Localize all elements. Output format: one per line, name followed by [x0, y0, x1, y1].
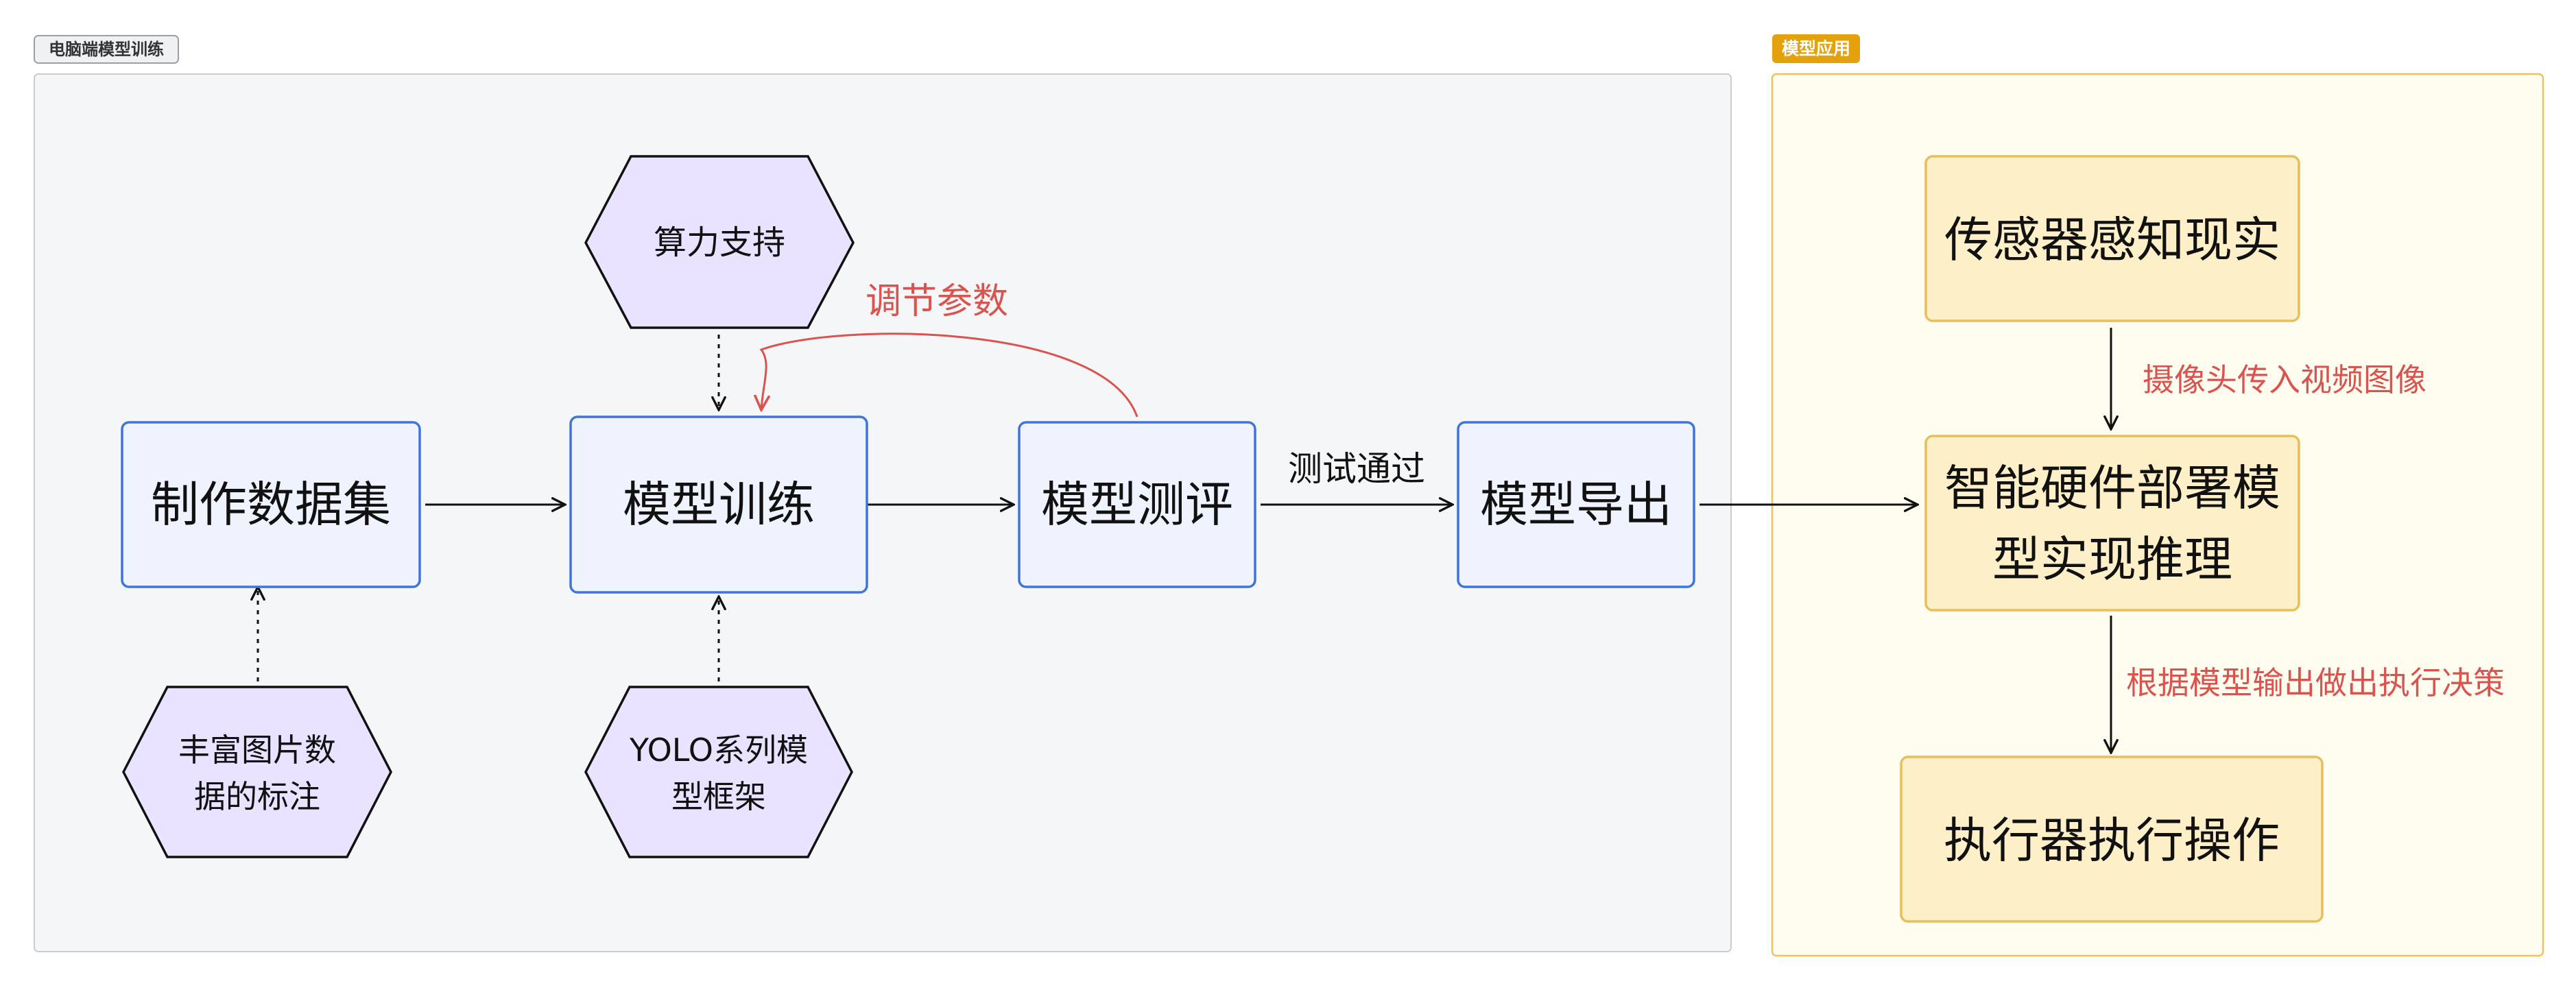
group-pc-training-frame	[34, 73, 1732, 952]
group-pc-training: 电脑端模型训练	[34, 35, 1732, 952]
node-yolo-framework-line2: 型框架	[671, 778, 766, 815]
node-rich-image-labels-line1: 丰富图片数	[178, 732, 336, 769]
node-model-evaluation-label: 模型测评	[1041, 476, 1233, 533]
node-smart-hardware[interactable]: 智能硬件部署模 型实现推理	[1924, 435, 2300, 612]
edge-label-test-pass: 测试通过	[1288, 449, 1425, 489]
group-pc-training-label: 电脑端模型训练	[49, 40, 164, 59]
edges	[258, 328, 2111, 753]
node-model-export[interactable]: 模型导出	[1457, 421, 1695, 588]
node-compute-support-label: 算力支持	[654, 224, 785, 262]
edge-label-decision: 根据模型输出做出执行决策	[2126, 664, 2505, 701]
node-sensor-perception[interactable]: 传感器感知现实	[1924, 155, 2300, 322]
node-model-export-label: 模型导出	[1480, 476, 1672, 533]
node-model-training-label: 模型训练	[623, 476, 815, 533]
group-pc-training-badge	[34, 35, 179, 64]
group-model-application-badge	[1772, 34, 1860, 63]
group-model-application-label: 模型应用	[1782, 39, 1850, 59]
node-compute-support[interactable]: 算力支持	[584, 155, 855, 329]
node-sensor-perception-label: 传感器感知现实	[1944, 212, 2280, 268]
node-smart-hardware-line1: 智能硬件部署模	[1944, 460, 2280, 516]
edge-label-tune-params: 调节参数	[866, 281, 1008, 322]
node-yolo-framework-line1: YOLO系列模	[629, 732, 808, 769]
node-actuator-execution[interactable]: 执行器执行操作	[1900, 756, 2324, 923]
node-smart-hardware-line2: 型实现推理	[1992, 531, 2232, 588]
node-rich-image-labels[interactable]: 丰富图片数 据的标注	[122, 686, 392, 858]
node-make-dataset[interactable]: 制作数据集	[121, 421, 421, 588]
edge-label-camera-input: 摄像头传入视频图像	[2143, 361, 2426, 398]
node-actuator-execution-label: 执行器执行操作	[1944, 812, 2280, 869]
node-yolo-framework[interactable]: YOLO系列模 型框架	[584, 686, 853, 858]
node-make-dataset-label: 制作数据集	[151, 476, 391, 533]
edge-evaluation-to-training-feedback	[761, 333, 1138, 418]
node-model-training[interactable]: 模型训练	[569, 415, 868, 594]
node-rich-image-labels-line2: 据的标注	[194, 778, 320, 815]
node-model-evaluation[interactable]: 模型测评	[1018, 421, 1256, 588]
